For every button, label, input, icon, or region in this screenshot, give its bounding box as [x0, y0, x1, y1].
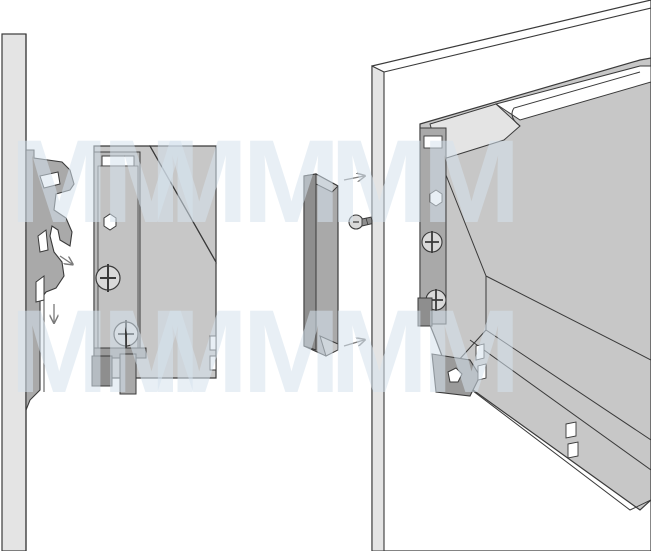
watermark-text: MM — [150, 286, 335, 418]
hex-hole-icon — [429, 189, 443, 207]
front-adapter-cover — [303, 173, 339, 357]
watermark-text: MM — [10, 116, 195, 248]
adjustment-screw-icon — [113, 320, 139, 348]
hex-hole-icon — [103, 213, 117, 231]
adjustment-screw-icon — [95, 264, 121, 292]
drawer-front-bracket — [91, 145, 217, 395]
watermark-text: MM — [330, 286, 515, 418]
cabinet-side-panel — [1, 33, 27, 552]
watermark-text: MM — [150, 116, 335, 248]
fixing-hole-icon — [447, 367, 463, 383]
arrow-attach-bottom — [343, 340, 364, 347]
watermark-text: MM — [330, 116, 515, 248]
direction-arrows-middle — [343, 176, 364, 347]
arrow-attach-top — [343, 176, 364, 180]
arrow-insert — [59, 255, 72, 264]
mounting-plate — [25, 149, 75, 411]
direction-arrows-left — [54, 255, 72, 322]
release-lever — [119, 353, 137, 395]
drawer-side-profile — [417, 57, 651, 511]
watermark-text: MM — [10, 286, 195, 418]
adjustment-screw-icon — [421, 231, 443, 253]
bracket-foot — [91, 355, 113, 387]
watermark-logo: MM MM MM MM MM MM — [10, 116, 521, 418]
